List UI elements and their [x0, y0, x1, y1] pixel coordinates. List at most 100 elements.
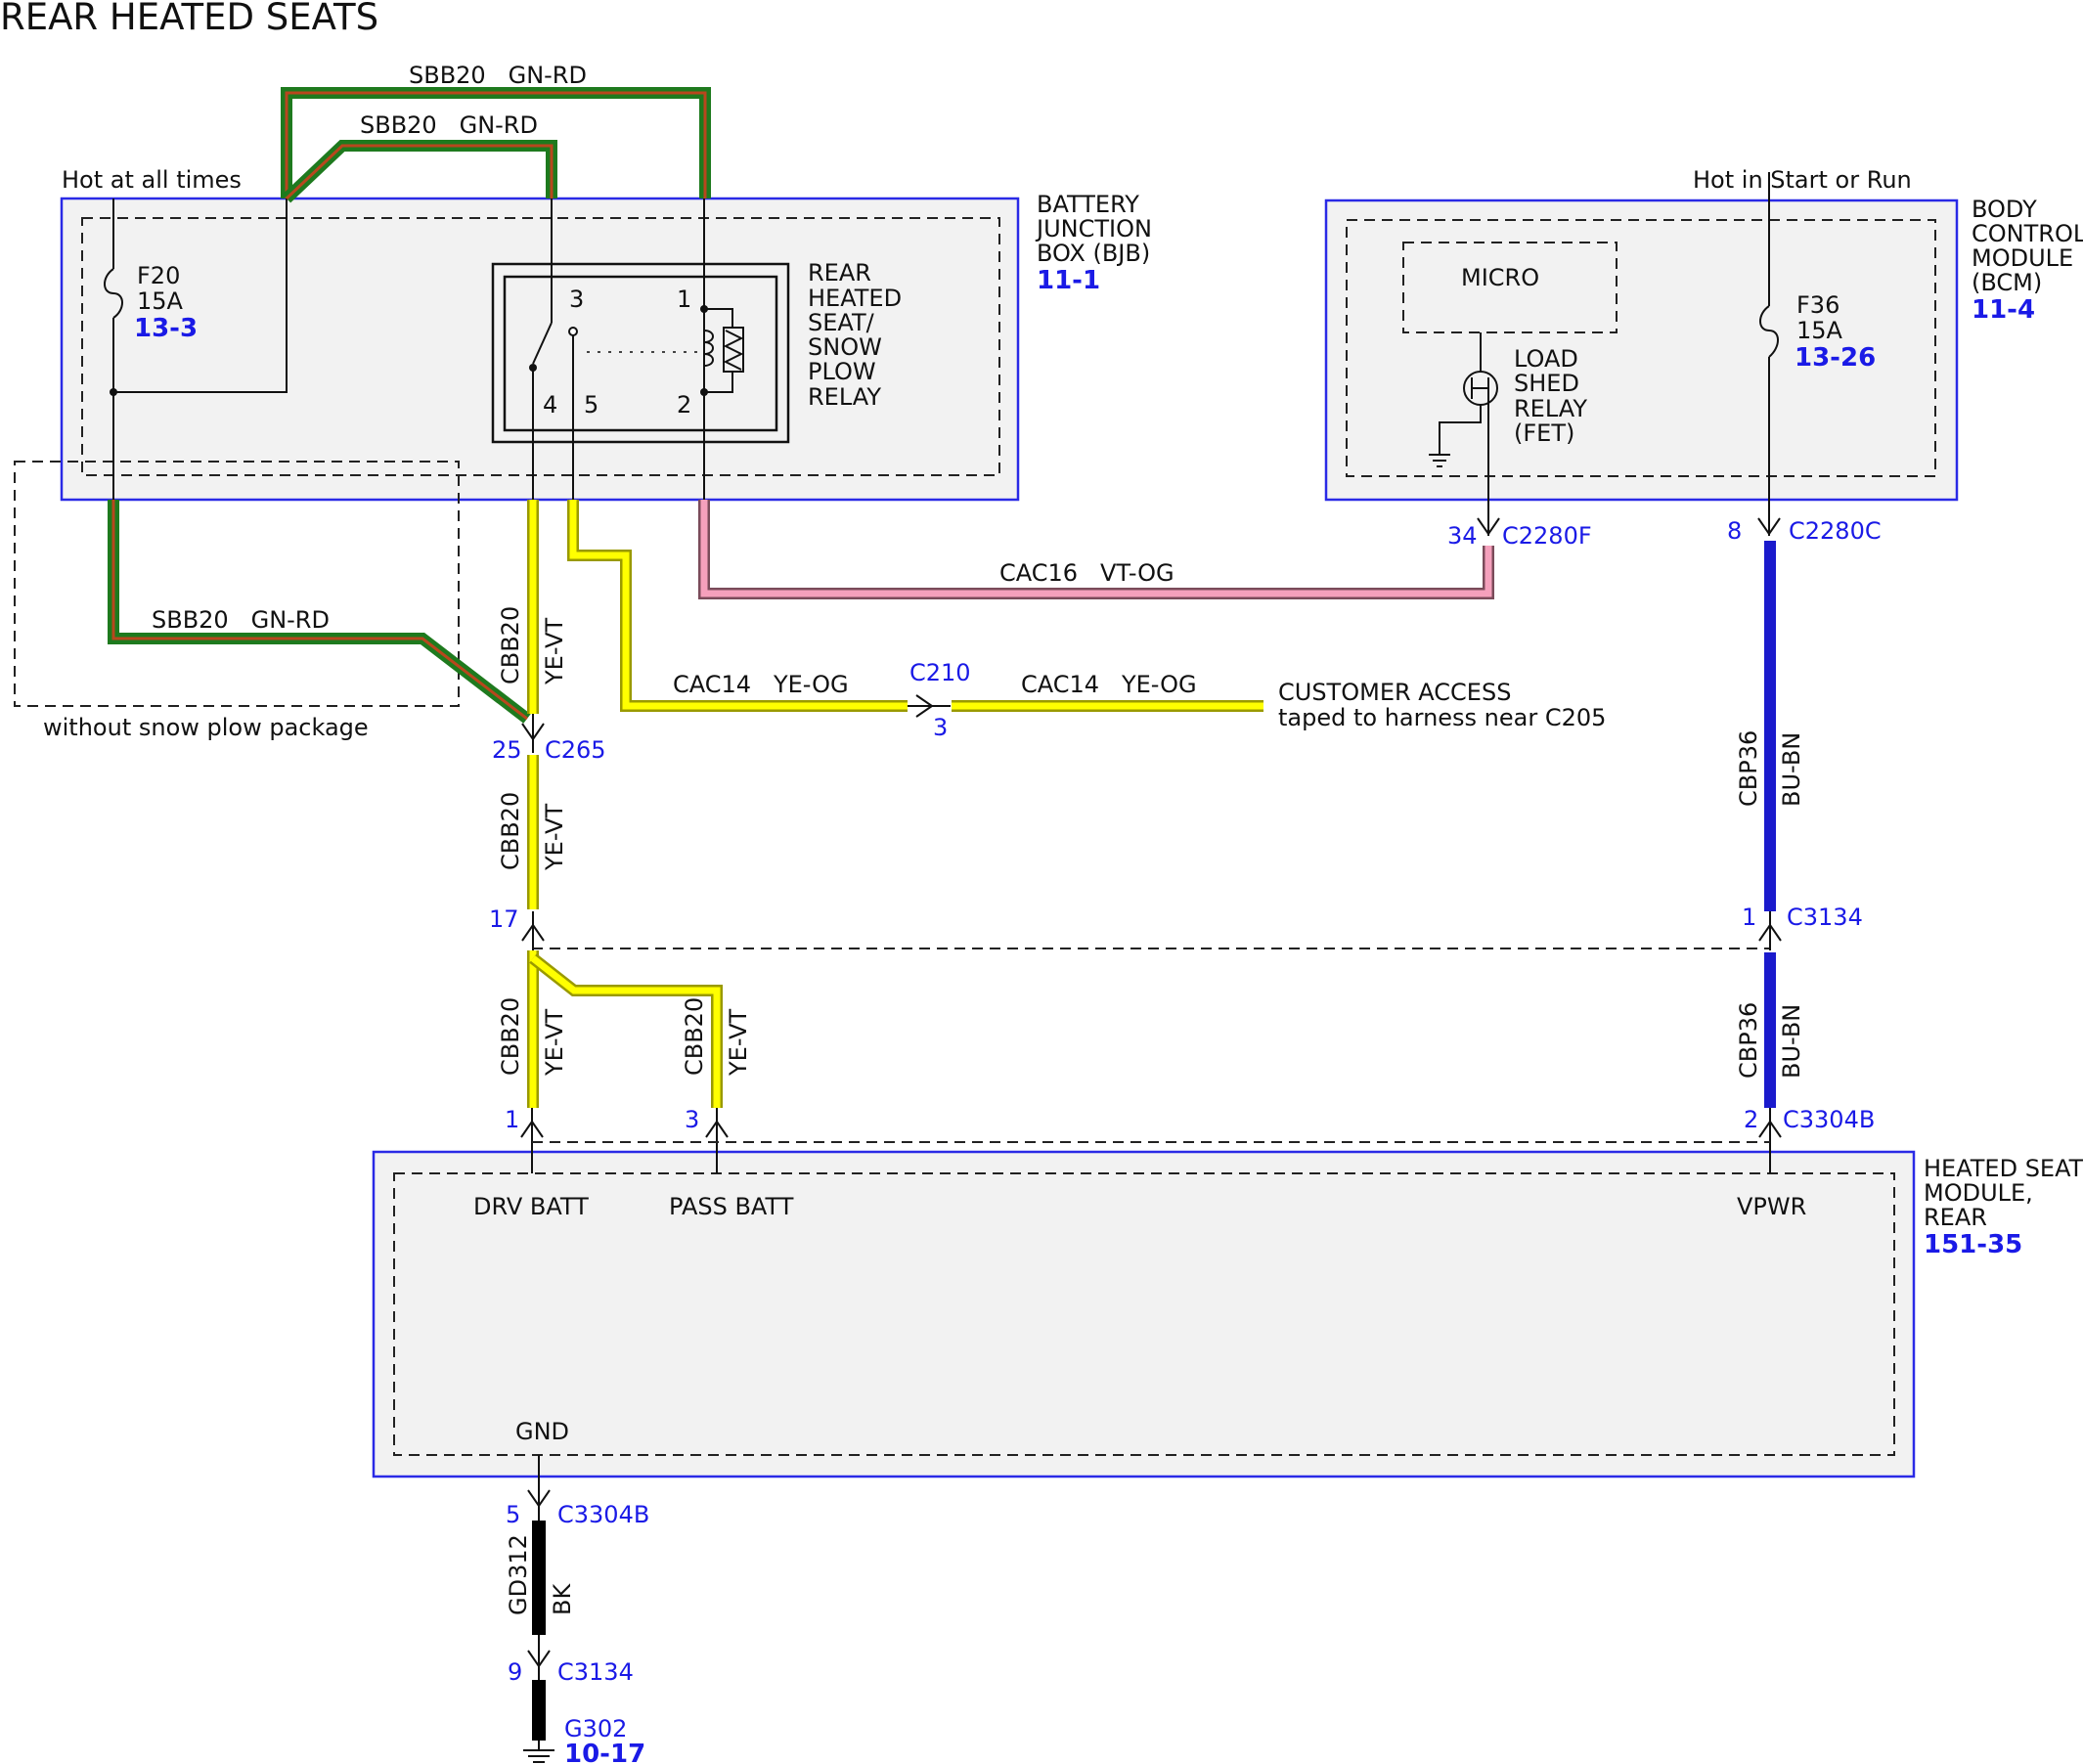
- relay-coil-winding: [703, 330, 714, 367]
- g302-ref[interactable]: 10-17: [564, 1740, 645, 1764]
- wire-label-sbb20-bottom: SBB20 GN-RD: [152, 606, 330, 634]
- relay-coil-frame: [704, 308, 733, 393]
- wire-label-cbp36-top-circuit: CBP36: [1735, 730, 1762, 807]
- wire-label-cbb20-drv-color: YE-VT: [541, 1009, 568, 1077]
- wire-label-cbp36-bottom-color: BU-BN: [1778, 1004, 1805, 1079]
- wire-label-cbb20-mid-circuit: CBB20: [497, 792, 524, 870]
- bcm-name-line-3: MODULE: [1972, 244, 2073, 272]
- connector-c3304b-gnd-symbol: [527, 1486, 551, 1521]
- fet-line-2: SHED: [1514, 370, 1579, 397]
- bjb-inner-dashed: [81, 217, 1000, 476]
- wire-label-cbb20-pass-circuit: CBB20: [681, 997, 708, 1076]
- relay-pin-2: 2: [677, 391, 691, 419]
- c210-name: C210: [909, 659, 971, 686]
- connector-c2280c-symbol: [1757, 514, 1781, 536]
- f20-ref[interactable]: 13-3: [134, 314, 198, 343]
- wire-label-cbb20-mid-color: YE-VT: [541, 804, 568, 871]
- relay-outer-box: [491, 262, 790, 444]
- f36-rating: 15A: [1796, 317, 1843, 344]
- c2280c-name: C2280C: [1789, 517, 1882, 545]
- wire-label-sbb20-top-outer: SBB20 GN-RD: [409, 62, 587, 89]
- relay-inner-box: [503, 275, 778, 432]
- relay-name-line-6: RELAY: [808, 383, 881, 411]
- c2280f-name: C2280F: [1502, 522, 1592, 550]
- c3304b-pass-pin: 3: [685, 1106, 699, 1133]
- bcm-name-line-1: BODY: [1972, 196, 2037, 223]
- connector-c3134-gnd-symbol: [527, 1635, 551, 1680]
- ground-symbol-bcm: [1429, 454, 1450, 467]
- hsm-pin-pass-batt: PASS BATT: [669, 1193, 794, 1220]
- hot-in-start-or-run-label: Hot in Start or Run: [1693, 166, 1912, 194]
- f20-name: F20: [137, 262, 180, 289]
- c3304b-vpwr-name: C3304B: [1783, 1106, 1875, 1133]
- bjb-name-line-3: BOX (BJB): [1037, 240, 1150, 267]
- f20-fuse-symbol: [104, 268, 123, 319]
- f36-ref[interactable]: 13-26: [1795, 343, 1876, 373]
- relay-name-line-5: PLOW: [808, 358, 876, 385]
- fet-internals: [1439, 332, 1489, 514]
- page-title: REAR HEATED SEATS: [0, 0, 378, 38]
- c3304b-drv-pin: 1: [505, 1106, 519, 1133]
- sbb20-bottom-core: [111, 500, 528, 721]
- relay-coil-zigzag: [723, 330, 744, 371]
- snow-plow-note: without snow plow package: [43, 714, 369, 741]
- hot-at-all-times-label: Hot at all times: [62, 166, 242, 194]
- connector-c3304b-drv-symbol: [520, 1108, 544, 1138]
- micro-box: [1402, 242, 1618, 333]
- c3134-top-name: C3134: [1787, 904, 1863, 931]
- fet-line-1: LOAD: [1514, 345, 1578, 373]
- customer-access-line-2: taped to harness near C205: [1278, 704, 1606, 731]
- g302-name: G302: [564, 1715, 627, 1742]
- c3134-top-pin: 1: [1742, 904, 1756, 931]
- c2280c-pin: 8: [1727, 517, 1742, 545]
- c3304b-gnd-name: C3304B: [557, 1501, 649, 1528]
- wire-label-cbb20-top-circuit: CBB20: [497, 606, 524, 684]
- c210-pin: 3: [933, 714, 948, 741]
- relay-name-line-1: REAR: [808, 259, 871, 287]
- connector-c2280f-symbol: [1477, 514, 1500, 536]
- connector-c3304b-vpwr-symbol: [1758, 1108, 1782, 1138]
- wire-label-gd312-circuit: GD312: [505, 1534, 532, 1615]
- relay-name-line-2: HEATED: [808, 285, 902, 312]
- relay-name-line-4: SNOW: [808, 333, 882, 361]
- bcm-name-line-2: CONTROL: [1972, 220, 2083, 247]
- f36-name: F36: [1796, 291, 1839, 319]
- relay-pin-4: 4: [543, 391, 557, 419]
- bcm-ref[interactable]: 11-4: [1972, 295, 2035, 325]
- fet-line-4: (FET): [1514, 419, 1574, 447]
- c265-name: C265: [545, 736, 606, 764]
- bjb-name-line-1: BATTERY: [1037, 191, 1139, 218]
- relay-pin-1: 1: [677, 286, 691, 313]
- bjb-name-line-2: JUNCTION: [1035, 215, 1152, 243]
- connector-c17-symbol: [521, 911, 545, 950]
- c3304b-vpwr-pin: 2: [1744, 1106, 1758, 1133]
- hsm-ref[interactable]: 151-35: [1924, 1230, 2022, 1259]
- hsm-pin-vpwr: VPWR: [1737, 1193, 1806, 1220]
- wire-label-cac14-left: CAC14 YE-OG: [673, 671, 849, 698]
- sbb20-inner-loop-core: [285, 144, 554, 200]
- c3134-gnd-name: C3134: [557, 1658, 634, 1686]
- bjb-ref[interactable]: 11-1: [1037, 266, 1100, 295]
- hsm-inner-dashed: [393, 1172, 1895, 1456]
- wire-label-gd312-color: BK: [549, 1583, 576, 1615]
- sbb20-outer-loop-core: [285, 91, 707, 198]
- snow-plow-region: [14, 461, 460, 707]
- hsm-pin-gnd: GND: [515, 1418, 569, 1445]
- connector-17-pin: 17: [489, 905, 519, 933]
- wire-label-cac14-right: CAC14 YE-OG: [1021, 671, 1197, 698]
- hsm-name-line-2: MODULE,: [1924, 1179, 2033, 1207]
- body-control-module: [1324, 198, 1959, 502]
- c2280f-pin: 34: [1447, 522, 1478, 550]
- relay-pin-3: 3: [569, 286, 584, 313]
- ground-symbol-g302: [523, 1741, 554, 1763]
- wire-label-cbp36-bottom-circuit: CBP36: [1735, 1002, 1762, 1079]
- wire-label-cbb20-pass-color: YE-VT: [725, 1009, 752, 1077]
- wire-label-cbb20-drv-circuit: CBB20: [497, 997, 524, 1076]
- relay-coil-resistor: [723, 327, 744, 373]
- connector-c210-symbol: [908, 694, 951, 718]
- micro-label: MICRO: [1461, 264, 1539, 291]
- hsm-name-line-3: REAR: [1924, 1204, 1987, 1231]
- connector-c3134-symbol: [1758, 911, 1782, 950]
- relay-switch-arm: [532, 322, 553, 365]
